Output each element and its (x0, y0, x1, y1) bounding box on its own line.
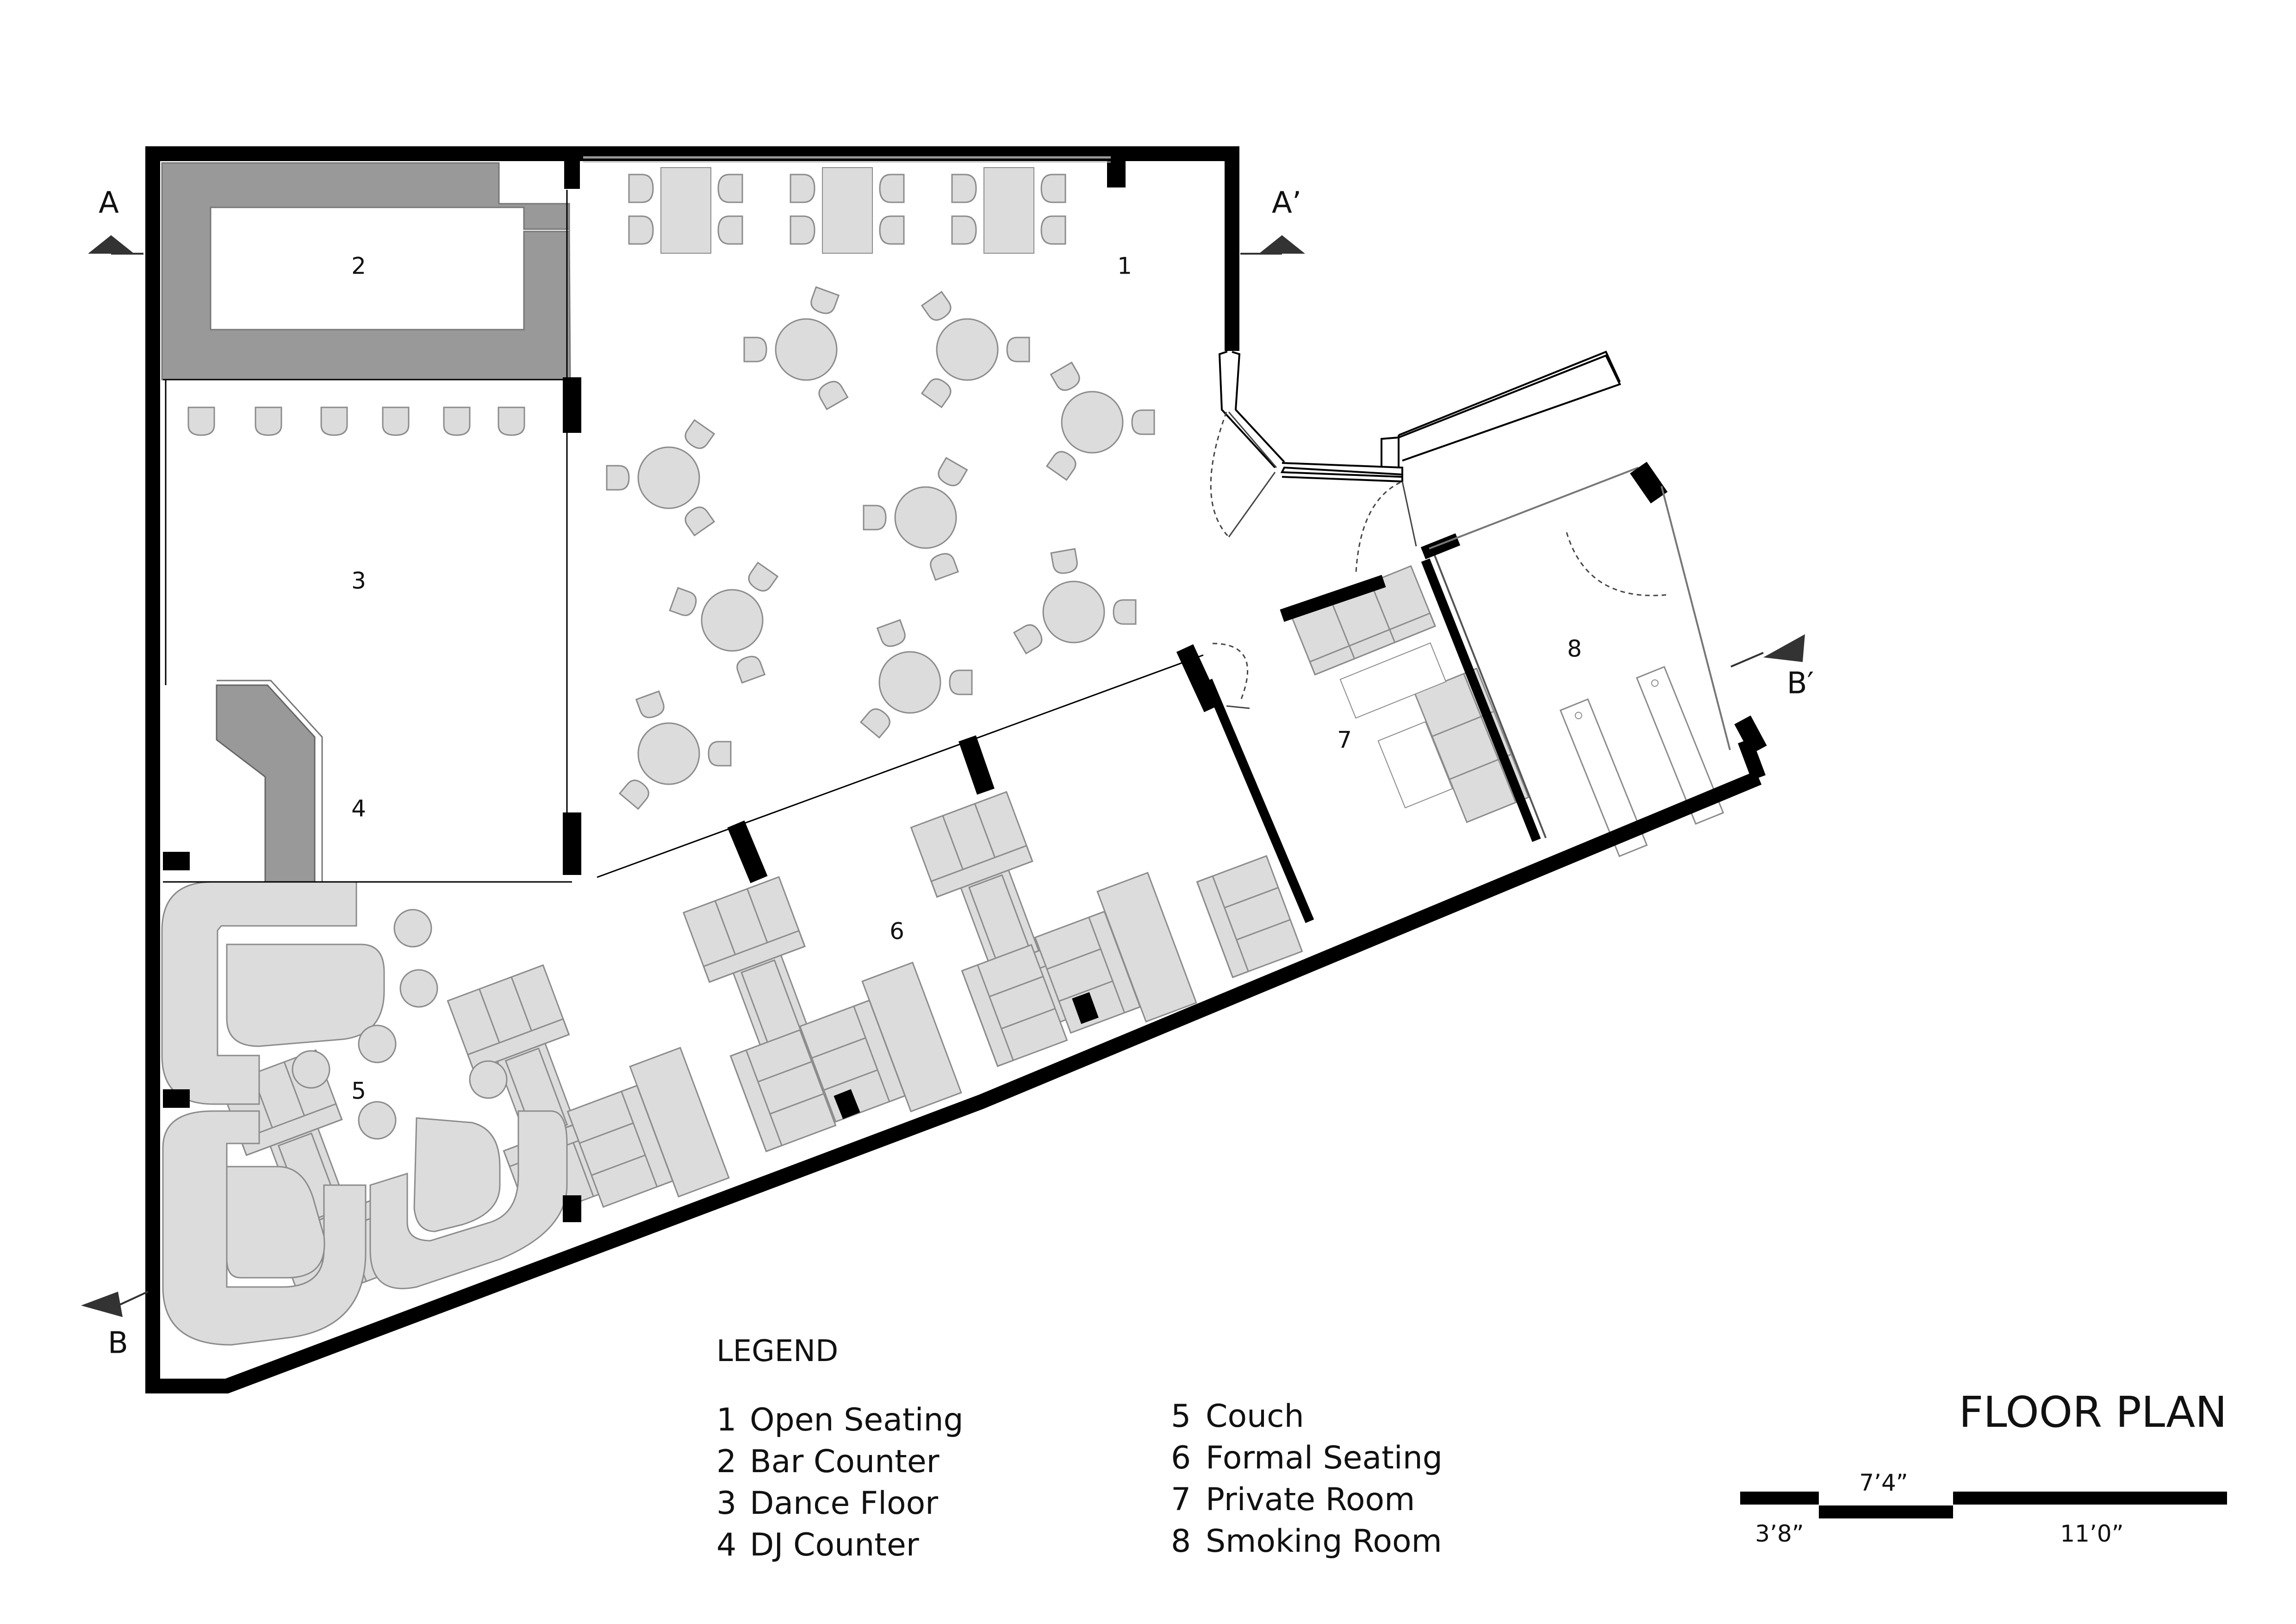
legend-item-7-number: 7 (1171, 1481, 1191, 1518)
bar-counter (161, 162, 571, 381)
room-number-6: 6 (890, 918, 904, 945)
legend-item-1-number: 1 (716, 1402, 736, 1438)
room-number-3: 3 (351, 568, 366, 594)
scale-bar: 3’8” 7’4” 11’0” (1740, 1469, 2227, 1547)
drawing-title: FLOOR PLAN (1959, 1387, 2228, 1437)
section-markers: A A’ B B′ (81, 186, 1814, 1361)
legend-item-3-number: 3 (716, 1485, 736, 1522)
room-numbers: 1 2 3 4 5 6 7 8 (351, 253, 1582, 1105)
scale-label-3: 11’0” (2060, 1520, 2123, 1547)
section-b-prime-label: B′ (1787, 667, 1814, 701)
room-number-1: 1 (1117, 253, 1132, 280)
room-number-7: 7 (1337, 727, 1352, 754)
legend-column-right: 5 Couch 6 Formal Seating 7 Private Room … (1171, 1398, 1443, 1560)
legend-heading: LEGEND (716, 1334, 838, 1368)
furniture-layer (161, 162, 1724, 1346)
legend-item-7-label: Private Room (1206, 1481, 1415, 1518)
legend-item-2-number: 2 (716, 1443, 736, 1480)
room-number-2: 2 (351, 253, 366, 280)
couch-area (161, 881, 568, 1346)
legend-item-8-number: 8 (1171, 1523, 1191, 1560)
dj-counter (216, 684, 316, 883)
room-number-8: 8 (1567, 636, 1582, 662)
outer-wall (145, 146, 1239, 351)
legend-item-5-label: Couch (1206, 1398, 1304, 1435)
legend-item-4-label: DJ Counter (750, 1527, 919, 1563)
section-b-label: B (108, 1326, 128, 1361)
walls-layer (145, 146, 1767, 1393)
section-a-label: A (99, 186, 119, 220)
room-number-4: 4 (351, 795, 366, 822)
section-a-prime-label: A’ (1272, 186, 1301, 220)
round-tables (606, 286, 1155, 810)
legend-item-6-label: Formal Seating (1206, 1440, 1443, 1476)
legend-item-4-number: 4 (716, 1527, 736, 1563)
scale-label-2: 7’4” (1859, 1469, 1908, 1496)
legend-item-2-label: Bar Counter (750, 1443, 940, 1480)
formal-seating-lower (567, 855, 1303, 1208)
private-room-furniture (1290, 565, 1530, 824)
dining-tables (628, 167, 1066, 254)
legend-item-8-label: Smoking Room (1206, 1523, 1442, 1560)
legend-item-3-label: Dance Floor (750, 1485, 938, 1522)
section-marker-b-prime: B′ (1730, 634, 1814, 701)
section-marker-a: A (88, 186, 143, 255)
dance-floor-chairs (187, 406, 525, 436)
room-number-5: 5 (351, 1078, 366, 1105)
scale-label-1: 3’8” (1755, 1520, 1804, 1547)
legend-item-6-number: 6 (1171, 1440, 1191, 1476)
legend: LEGEND 1 Open Seating 2 Bar Counter 3 Da… (716, 1334, 1443, 1563)
section-marker-a-prime: A’ (1240, 186, 1305, 255)
smoking-room-furniture (1559, 666, 1724, 857)
section-marker-b: B (81, 1291, 149, 1361)
legend-item-5-number: 5 (1171, 1398, 1191, 1435)
doors-layer (1210, 412, 1667, 709)
legend-column-left: 1 Open Seating 2 Bar Counter 3 Dance Flo… (716, 1402, 964, 1563)
legend-item-1-label: Open Seating (750, 1402, 964, 1438)
